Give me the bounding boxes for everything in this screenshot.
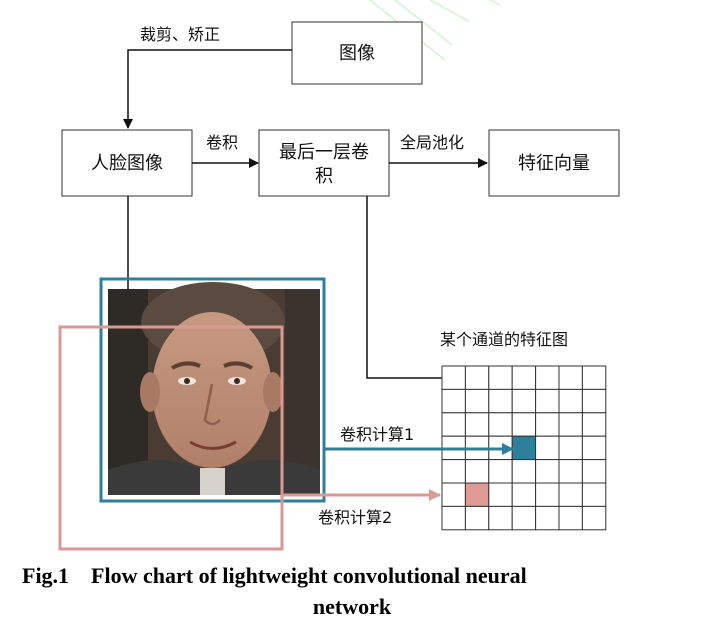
feature-map-title: 某个通道的特征图 <box>440 330 568 349</box>
feature-map-cell <box>558 482 583 507</box>
face-image-node: 人脸图像 <box>61 129 193 197</box>
feature-map-cell <box>581 459 607 484</box>
feature-map-cell <box>535 388 560 414</box>
edge-label-crop-align: 裁剪、矫正 <box>140 25 220 44</box>
feature-map-cell <box>488 388 513 414</box>
last-conv-node-label-line2: 积 <box>315 166 333 187</box>
feature-map-cell <box>488 365 513 390</box>
feature-map-cell <box>535 482 560 507</box>
feature-map-cell <box>464 412 490 437</box>
image-node: 图像 <box>291 21 423 85</box>
feature-map-cell <box>581 412 607 437</box>
last-conv-node-label-line1: 最后一层卷 <box>279 142 369 163</box>
feature-vector-node: 特征向量 <box>488 129 620 197</box>
conv-calc-1-arrow: 卷积计算1 <box>324 425 514 455</box>
face-photo <box>108 282 320 495</box>
feature-map-cell <box>535 412 560 437</box>
feature-map-cell <box>488 505 513 531</box>
last-conv-node: 最后一层卷 积 <box>258 129 390 197</box>
feature-map-cell <box>511 412 537 437</box>
feature-map-cell <box>535 435 560 461</box>
feature-map-cell <box>441 482 466 507</box>
edge-conv-to-vector: 全局池化 <box>389 133 488 168</box>
feature-map-cell <box>581 365 607 390</box>
feature-map-cell <box>558 435 583 461</box>
feature-map-cell <box>511 482 537 507</box>
feature-map-cell <box>535 505 560 531</box>
face-image-node-label: 人脸图像 <box>91 153 163 174</box>
conv-calc-2-arrow: 卷积计算2 <box>282 489 441 527</box>
feature-map-cell <box>511 505 537 531</box>
conv-calc-2-label: 卷积计算2 <box>318 508 392 527</box>
feature-map-cell <box>581 505 607 531</box>
feature-map-cell <box>511 388 537 414</box>
feature-map-cell <box>488 482 513 507</box>
feature-map-cell <box>535 459 560 484</box>
feature-map-cell <box>558 365 583 390</box>
feature-map-cell <box>464 505 490 531</box>
pink-receptive-field <box>58 325 284 551</box>
feature-map-cell <box>441 459 466 484</box>
image-node-label: 图像 <box>339 43 375 64</box>
teal-receptive-field <box>99 277 326 503</box>
feature-map-cell <box>441 505 466 531</box>
feature-map-cell <box>441 365 466 390</box>
feature-map-cell <box>441 388 466 414</box>
edge-image-to-face: 裁剪、矫正 <box>123 25 292 129</box>
feature-map-cell-highlight-2 <box>464 482 490 507</box>
feature-map-cell <box>441 412 466 437</box>
edge-face-to-conv: 卷积 <box>192 133 259 168</box>
feature-vector-node-label: 特征向量 <box>518 153 590 174</box>
edge-label-convolution: 卷积 <box>206 133 238 152</box>
feature-map-cell <box>464 459 490 484</box>
feature-map-cell <box>558 459 583 484</box>
connector-conv-to-featuremap <box>366 196 442 379</box>
conv-calc-1-label: 卷积计算1 <box>340 425 414 444</box>
feature-map-cell <box>558 388 583 414</box>
feature-map-grid <box>441 365 607 531</box>
feature-map-cell <box>558 412 583 437</box>
feature-map-cell <box>581 435 607 461</box>
feature-map-cell <box>488 412 513 437</box>
feature-map-cell <box>511 459 537 484</box>
figure-caption-line2: network <box>313 594 392 619</box>
feature-map-cell-highlight-1 <box>511 435 537 461</box>
feature-map-cell <box>511 365 537 390</box>
feature-map-cell <box>535 365 560 390</box>
feature-map-cell <box>581 388 607 414</box>
feature-map-cell <box>558 505 583 531</box>
feature-map-cell <box>464 365 490 390</box>
feature-map-cell <box>581 482 607 507</box>
feature-map-cell <box>464 388 490 414</box>
feature-map-cell <box>488 459 513 484</box>
edge-label-global-pooling: 全局池化 <box>400 133 464 152</box>
figure-caption-line1: Fig.1 Flow chart of lightweight convolut… <box>22 563 527 588</box>
